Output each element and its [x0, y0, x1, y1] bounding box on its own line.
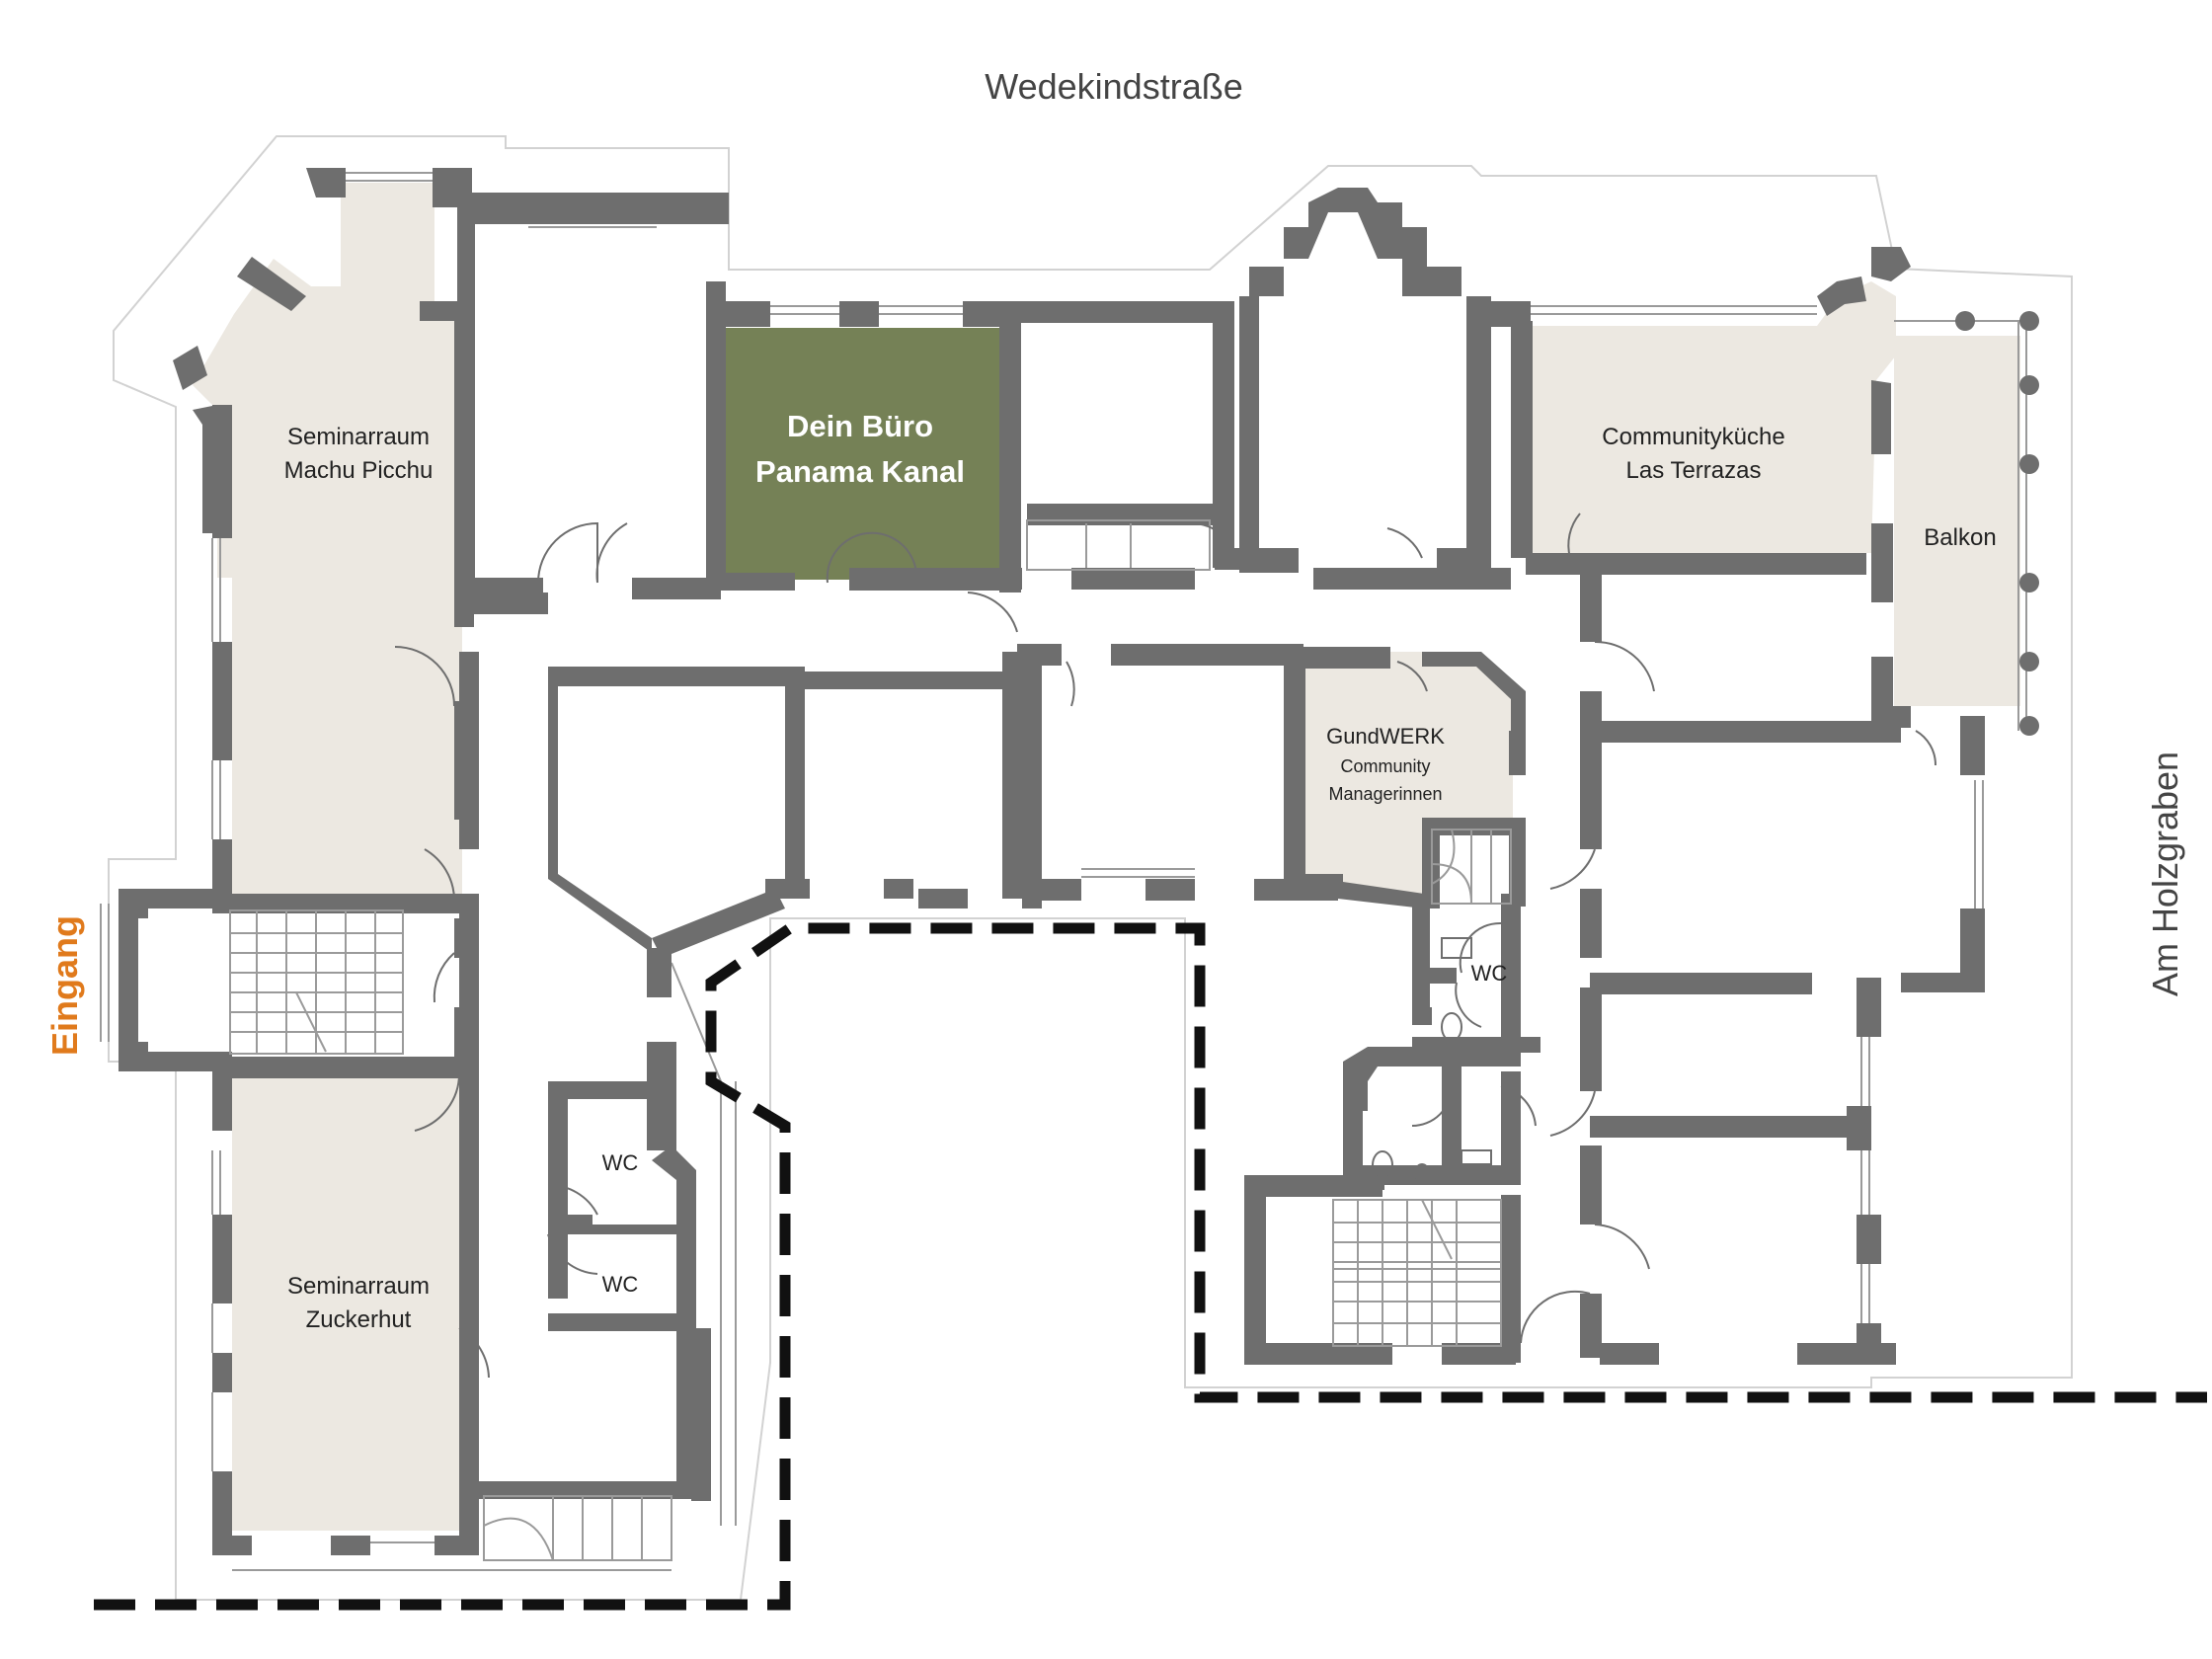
room-machu-picchu[interactable] [193, 183, 462, 894]
room-label-zuckerhut-line1: Seminarraum [287, 1273, 430, 1300]
room-office-panama-kanal[interactable] [719, 328, 1000, 580]
room-label-gundwerk-line1: GundWERK [1326, 724, 1445, 749]
room-label-machu-picchu-line2: Machu Picchu [284, 457, 434, 484]
room-fills [193, 183, 2020, 1531]
room-label-office-line2: Panama Kanal [755, 454, 965, 489]
building-outline [108, 135, 2073, 1601]
entrance-label: Eingang [44, 915, 85, 1056]
room-label-wc-right: WC [1471, 961, 1508, 986]
room-balkon[interactable] [1894, 336, 2020, 706]
room-zuckerhut[interactable] [232, 1071, 459, 1531]
room-label-kitchen-line2: Las Terrazas [1626, 457, 1762, 484]
street-label-east: Am Holzgraben [2145, 751, 2185, 996]
walls [118, 168, 2039, 1555]
room-label-kitchen-line1: Communityküche [1602, 424, 1784, 450]
room-label-zuckerhut-line2: Zuckerhut [306, 1306, 412, 1333]
toilets [1372, 937, 1492, 1183]
room-label-machu-picchu-line1: Seminarraum [287, 424, 430, 450]
room-label-gundwerk-line3: Managerinnen [1328, 784, 1442, 804]
stairs [229, 519, 1512, 1561]
room-label-office-line1: Dein Büro [787, 409, 933, 443]
property-boundary [94, 922, 2207, 1611]
room-label-wc-left-upper: WC [602, 1150, 639, 1175]
room-label-wc-left-lower: WC [602, 1272, 639, 1297]
room-label-balkon: Balkon [1924, 524, 1996, 551]
door-swings [394, 513, 1937, 1379]
room-label-gundwerk-line2: Community [1340, 756, 1430, 776]
street-label-north: Wedekindstraße [985, 66, 1242, 107]
room-gundwerk[interactable] [1305, 652, 1513, 904]
room-kitchen[interactable] [1516, 281, 1896, 553]
